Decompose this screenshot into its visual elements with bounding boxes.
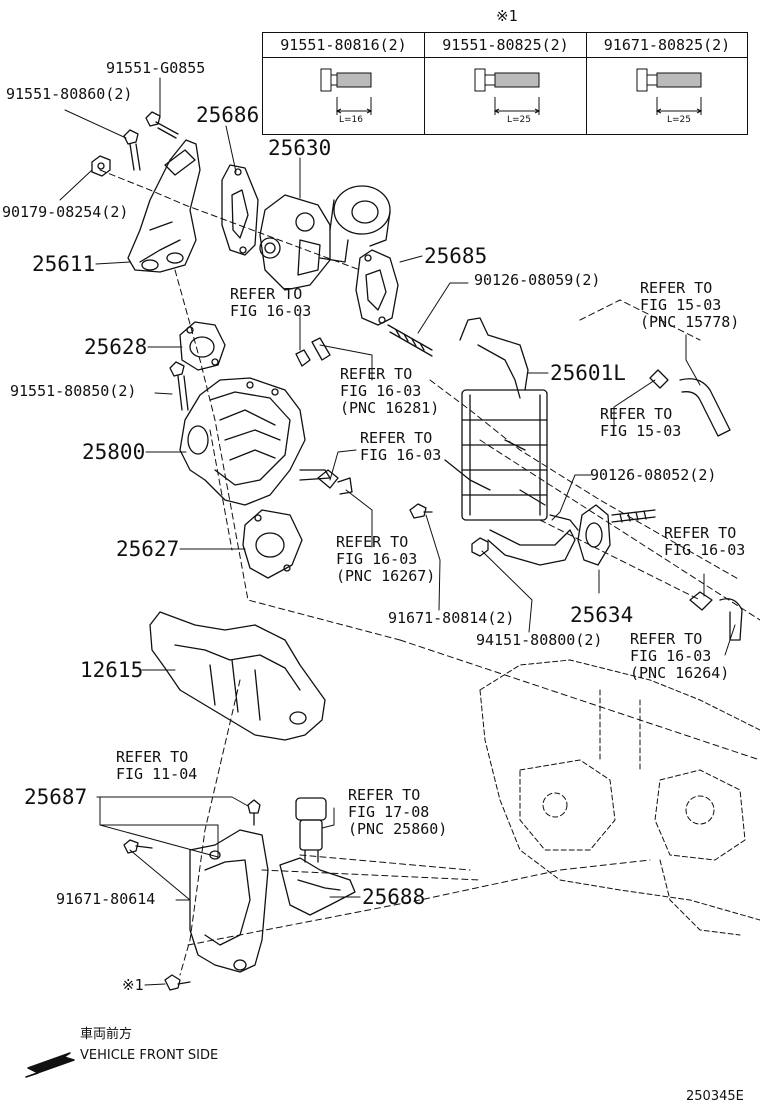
pnc-label: 25688 [362,885,426,909]
part-number-label: 91671-80614 [56,890,156,908]
pnc-label: 25685 [424,244,488,268]
bolt-80850-drawing [169,361,189,411]
bracket-25688-drawing [279,857,356,916]
part-number-label: 91671-80814(2) [388,609,515,627]
fastener-col-2: 91551-80825(2) L=25 [425,33,587,134]
part-number-label: 91551-80860(2) [6,85,133,103]
fastener-part-number: 91551-80816(2) [263,33,424,58]
part-number-label: 90179-08254(2) [2,203,129,221]
part-number-label: 91551-80850(2) [10,382,137,400]
refer-note: REFER TO FIG 15-03 [600,405,682,440]
footnote-bolt-label: ※1 [122,976,144,994]
figure-code: 250345E [686,1089,744,1104]
refer-note: REFER TO FIG 16-03 [230,285,312,320]
gasket-25634-drawing [577,504,611,566]
refer-note: REFER TO FIG 15-03 (PNC 15778) [640,279,740,331]
pnc-label: 25601L [550,361,626,385]
front-side-note-jp: 車両前方 [80,1027,133,1042]
egr-cooler-25800-drawing [179,377,331,506]
pnc-label: 25800 [82,440,146,464]
nut-90179-drawing [91,155,111,177]
pnc-label: 25634 [570,603,634,627]
refer-note: REFER TO FIG 16-03 (PNC 16264) [630,630,730,682]
hose-clamp-drawing-a [295,337,331,367]
stud-90126-059-drawing [387,324,433,357]
refer-note: REFER TO FIG 16-03 [664,524,746,559]
leader-lines [59,77,736,986]
pnc-label: 25627 [116,537,180,561]
hose-clamp-drawing-b [317,469,353,495]
pnc-label: 25630 [268,136,332,160]
egr-cooler-25601L-drawing [444,317,579,566]
refer-note: REFER TO FIG 17-08 (PNC 25860) [348,786,448,838]
gasket-25627-drawing [242,509,303,579]
sensor-25860-drawing [295,797,327,863]
engine-block-drawing [479,659,760,936]
hose-upper-right-drawing [649,369,731,437]
refer-note: REFER TO FIG 11-04 [116,748,198,783]
pnc-label: 25628 [84,335,148,359]
egr-pipe-25611-drawing [127,139,201,273]
bolt-fig1104-drawing [247,799,261,826]
cover-12615-drawing [149,611,326,741]
bolt-80860-drawing [123,129,141,171]
nut-94151-drawing [471,537,489,557]
front-arrow-drawing [25,1052,75,1078]
refer-note: REFER TO FIG 16-03 [360,429,442,464]
refer-note: REFER TO FIG 16-03 (PNC 16267) [336,533,436,585]
bolt-80814-drawing [409,503,433,519]
gasket-25685-drawing [355,249,399,326]
part-number-label: 91551-G0855 [106,59,206,77]
fastener-length: L=25 [507,115,532,125]
fastener-table: 91551-80816(2) L=16 91551-80825(2) L=25 … [262,32,748,135]
pnc-label: 25611 [32,252,96,276]
fastener-length: L=25 [667,115,692,125]
part-number-label: 90126-08059(2) [474,271,601,289]
pnc-label: 25686 [196,103,260,127]
gasket-25628-drawing [179,321,226,371]
fastener-part-number: 91551-80825(2) [425,33,586,58]
part-number-label: 90126-08052(2) [590,466,717,484]
bolt-g0855-drawing [145,111,179,139]
egr-valve-25630-drawing [259,185,391,291]
fastener-length: L=16 [339,115,364,125]
front-side-note-en: VEHICLE FRONT SIDE [80,1048,219,1063]
gasket-25686-drawing [221,164,259,256]
pnc-label: 12615 [80,658,144,682]
pnc-label: 25687 [24,785,88,809]
stud-90126-052-drawing [611,509,656,523]
bracket-25687-drawing [189,829,269,973]
bolt-footnote-drawing [164,974,191,991]
part-number-label: 94151-80800(2) [476,631,603,649]
refer-note: REFER TO FIG 16-03 (PNC 16281) [340,365,440,417]
fastener-part-number: 91671-80825(2) [587,33,747,58]
bolt-80614-drawing [123,839,153,854]
hose-clamp-drawing-c [689,591,743,641]
table-footnote-mark: ※1 [496,7,518,25]
fastener-col-1: 91551-80816(2) L=16 [263,33,425,134]
fastener-col-3: 91671-80825(2) L=25 [587,33,747,134]
